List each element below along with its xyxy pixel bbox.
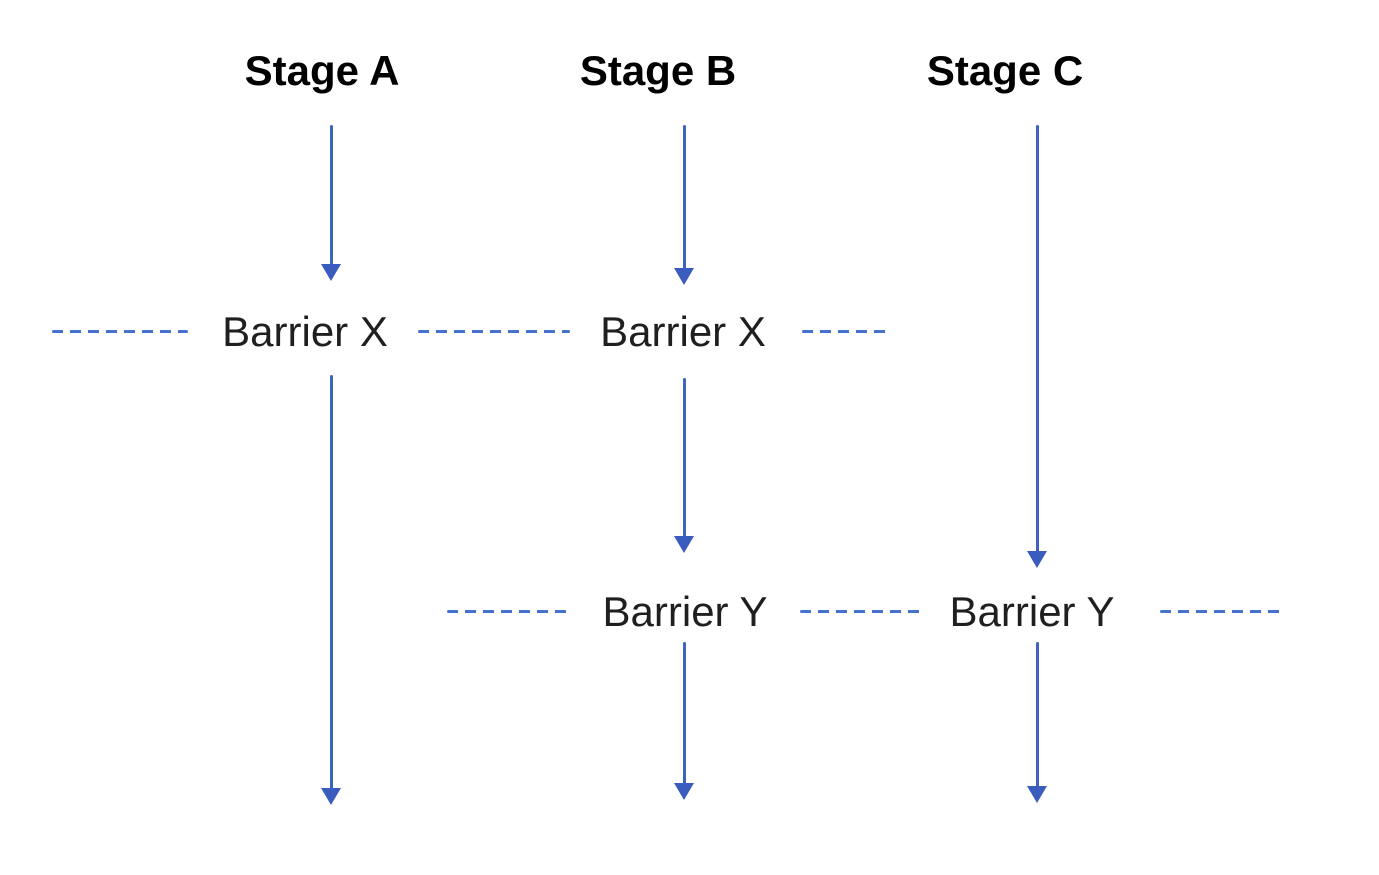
arrow-line [329,125,333,265]
barrier-y-label-stage-b: Barrier Y [602,588,768,635]
arrow-head-icon [1027,551,1047,568]
stage-c-label: Stage C [926,47,1084,94]
arrow-line [682,642,686,784]
barrier-x-dash-run-1 [52,330,188,333]
arrow-line [682,378,686,537]
barrier-y-dash-run-1 [447,610,572,613]
arrow-head-icon [674,268,694,285]
arrow-line [682,125,686,269]
arrow-head-icon [674,536,694,553]
arrow-head-icon [321,788,341,805]
barrier-y-dash-run-3 [1160,610,1285,613]
barrier-x-label-stage-a: Barrier X [222,308,388,355]
stage-a-label: Stage A [244,47,400,94]
barrier-x-dash-run-3 [802,330,887,333]
barrier-x-label-stage-b: Barrier X [600,308,766,355]
arrow-line [1035,642,1039,787]
arrow-head-icon [1027,786,1047,803]
arrow-line [329,375,333,789]
arrow-line [1035,125,1039,552]
barrier-y-label-stage-c: Barrier Y [949,588,1115,635]
barrier-x-dash-run-2 [418,330,570,333]
arrow-head-icon [674,783,694,800]
arrow-head-icon [321,264,341,281]
stage-b-label: Stage B [579,47,737,94]
barrier-y-dash-run-2 [800,610,921,613]
